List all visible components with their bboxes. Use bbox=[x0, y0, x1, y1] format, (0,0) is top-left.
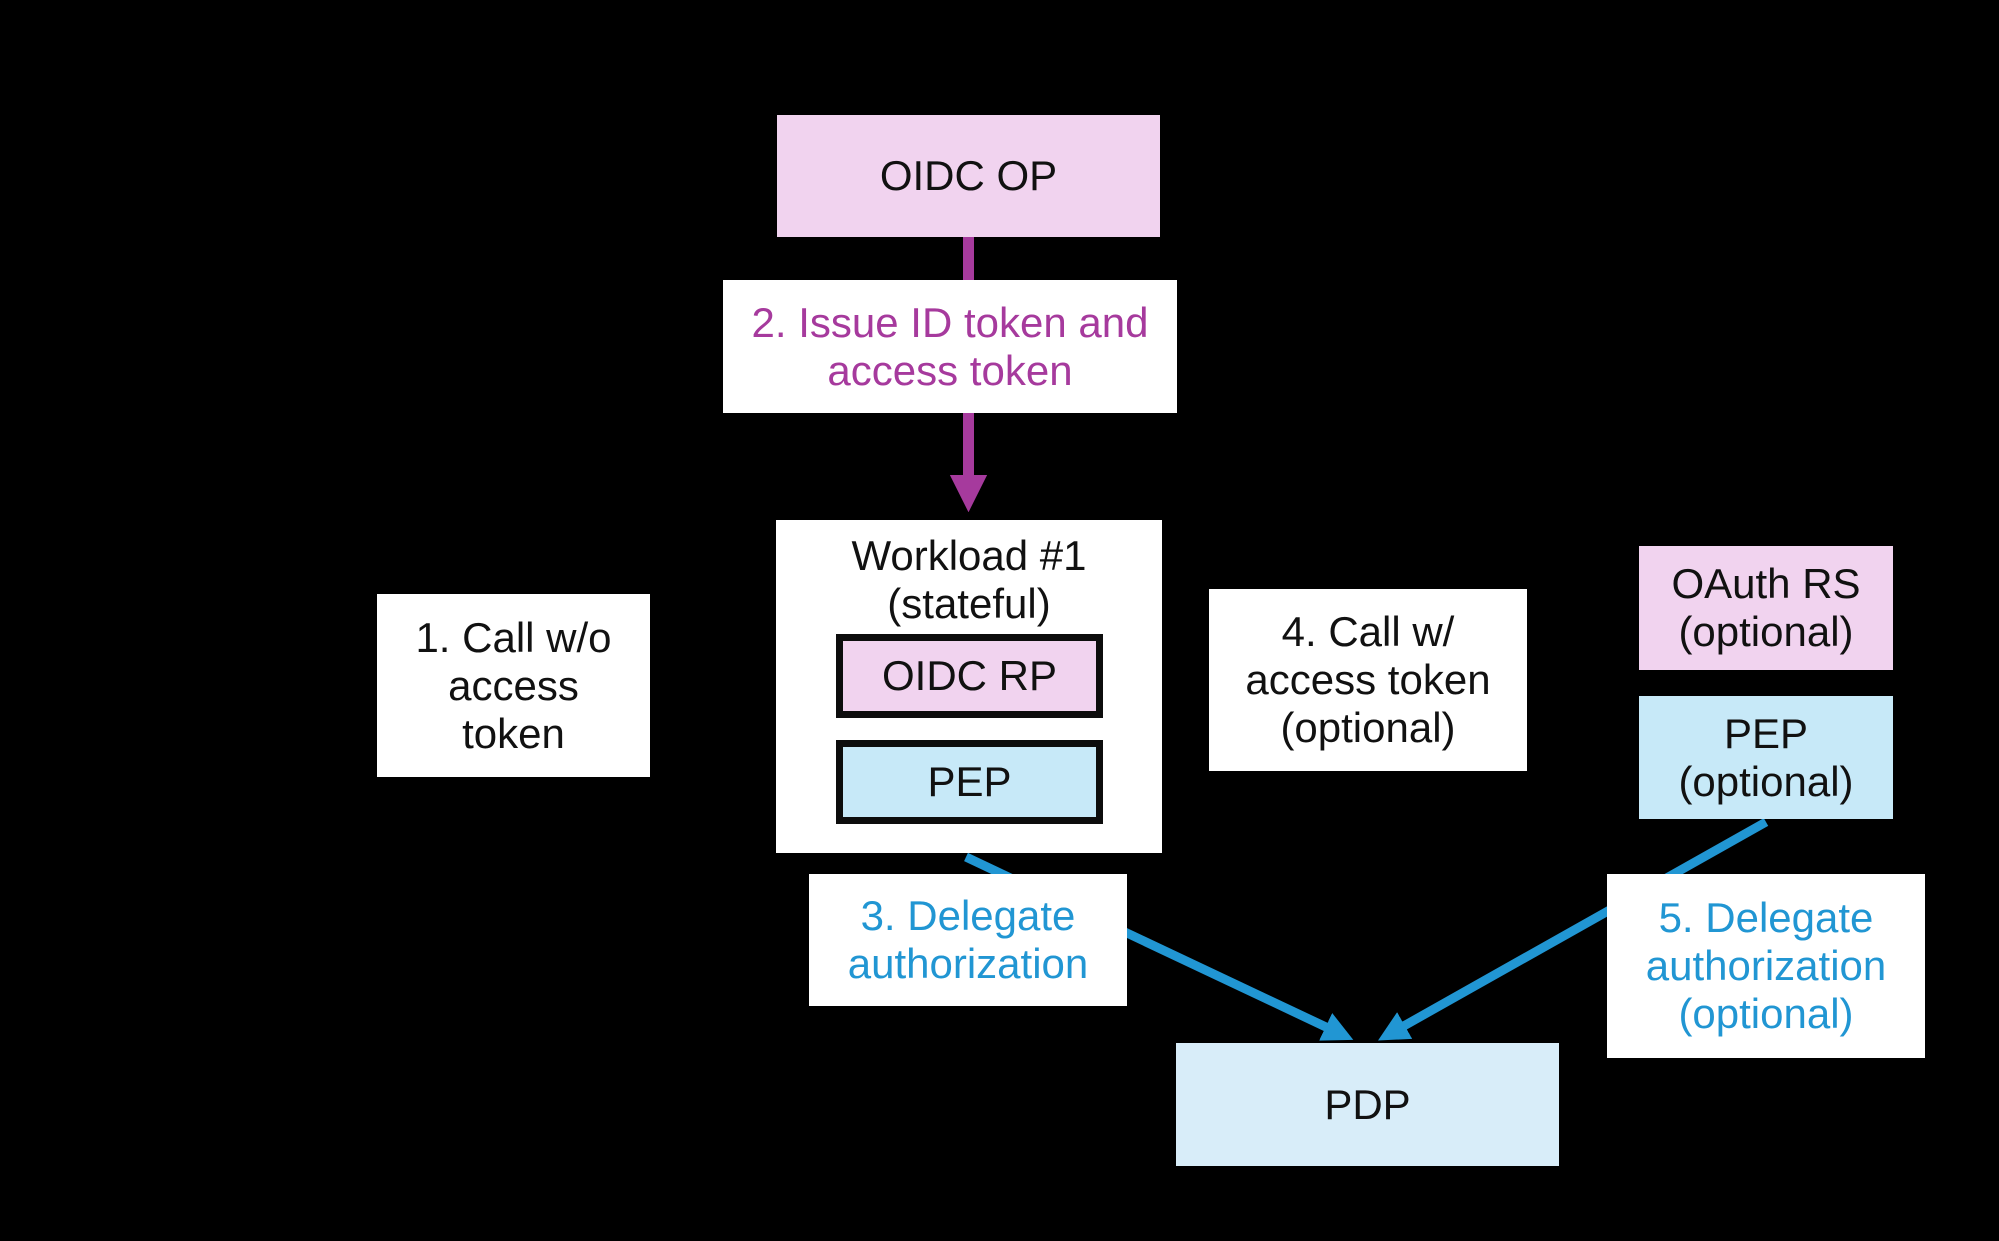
node-workload-1-label: Workload #1 (stateful) bbox=[851, 532, 1087, 627]
node-oidc-rp-label: OIDC RP bbox=[881, 652, 1057, 699]
node-oauth-rs-label: OAuth RS (optional) bbox=[1671, 560, 1861, 655]
node-pdp: PDP bbox=[1176, 1043, 1559, 1166]
step-2-issue-token-label: 2. Issue ID token and access token bbox=[751, 298, 1149, 394]
step-1-call-without-token-label-box: 1. Call w/o access token bbox=[377, 594, 650, 777]
node-pep: PEP bbox=[836, 740, 1103, 824]
node-oidc-op-label: OIDC OP bbox=[879, 152, 1058, 199]
step-5-delegate-authorization-label: 5. Delegate authorization (optional) bbox=[1645, 894, 1887, 1037]
step-3-delegate-authorization-label: 3. Delegate authorization bbox=[847, 892, 1089, 987]
node-pdp-label: PDP bbox=[1324, 1080, 1411, 1128]
node-pep-label: PEP bbox=[927, 758, 1012, 805]
node-oauth-rs: OAuth RS (optional) bbox=[1639, 546, 1893, 670]
step-4-call-with-token-label-box: 4. Call w/ access token (optional) bbox=[1209, 589, 1527, 771]
step-1-call-without-token-label: 1. Call w/o access token bbox=[415, 613, 612, 757]
step-3-delegate-authorization-label-box: 3. Delegate authorization bbox=[809, 874, 1127, 1006]
node-oidc-rp: OIDC RP bbox=[836, 634, 1103, 718]
node-pep-optional-label: PEP (optional) bbox=[1678, 709, 1854, 805]
step-2-issue-token-label-box: 2. Issue ID token and access token bbox=[723, 280, 1177, 413]
step-4-call-with-token-label: 4. Call w/ access token (optional) bbox=[1245, 608, 1491, 751]
step-5-delegate-authorization-label-box: 5. Delegate authorization (optional) bbox=[1607, 874, 1925, 1058]
arrow-delegate-authorization-optional bbox=[1378, 818, 1769, 1041]
node-pep-optional: PEP (optional) bbox=[1639, 696, 1893, 819]
node-oidc-op: OIDC OP bbox=[777, 115, 1160, 237]
